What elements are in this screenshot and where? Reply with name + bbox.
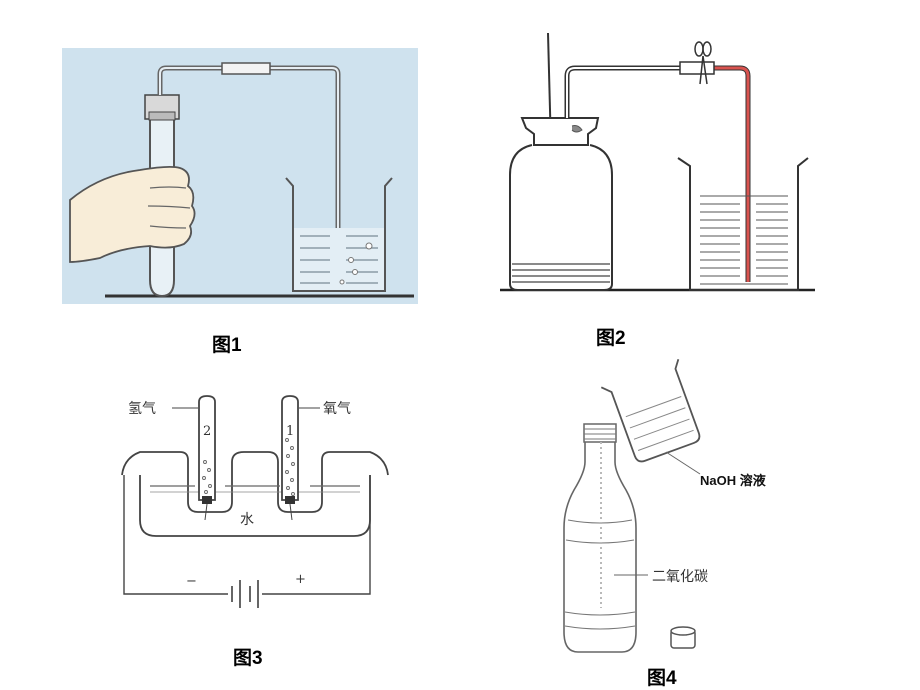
figure3-wire [123,475,371,595]
figure2-apparatus [500,32,815,292]
figure2-gas-jar [509,117,613,291]
figure1-hand [69,165,196,263]
figure3-tube-1 [281,395,299,504]
figure2-water-column [700,66,750,282]
figure3-water-label: 水 [240,512,254,528]
figure2-beaker [677,157,809,291]
figure3-apparatus [121,395,389,608]
figure3-minus-label: − [186,574,197,589]
figure4-bottle [563,439,637,653]
figure3-electrode-right [285,496,295,504]
figure2-clamp [694,41,712,85]
figure3-tube-1-label: 1 [286,424,295,439]
figure2-stopper [520,117,600,146]
figure4-bottle-cap [670,626,696,649]
figure3-tube-2 [198,395,216,504]
figure1-delivery-tube [157,62,341,272]
figure1-rubber-connector [221,62,271,75]
figure3-battery [231,580,259,608]
figure4-caption: 图4 [647,668,677,689]
figure1-caption: 图1 [212,335,242,356]
figure4-naoh-label: NaOH 溶液 [700,473,766,488]
figure4-naoh-leader [665,451,701,475]
figure4-beaker [600,358,701,463]
figure1-beaker [285,177,393,292]
figure2-caption: 图2 [596,328,626,349]
figure3-plus-label: + [295,572,306,587]
figure3-trough [139,475,371,537]
figure4-apparatus [563,358,701,653]
figure3-trough-rim [121,451,389,513]
figure1-apparatus [62,48,418,304]
figure3-hydrogen-label: 氢气 [128,401,156,417]
figure2-rubber-tube [679,61,715,75]
figure3-tube-2-label: 2 [203,424,212,439]
figure3-oxygen-label: 氧气 [323,401,351,417]
figure3-caption: 图3 [233,648,263,669]
figure2-delivery-tube [564,61,751,282]
figure3-electrode-left [202,496,212,504]
figure4-co2-label: 二氧化碳 [652,569,708,585]
